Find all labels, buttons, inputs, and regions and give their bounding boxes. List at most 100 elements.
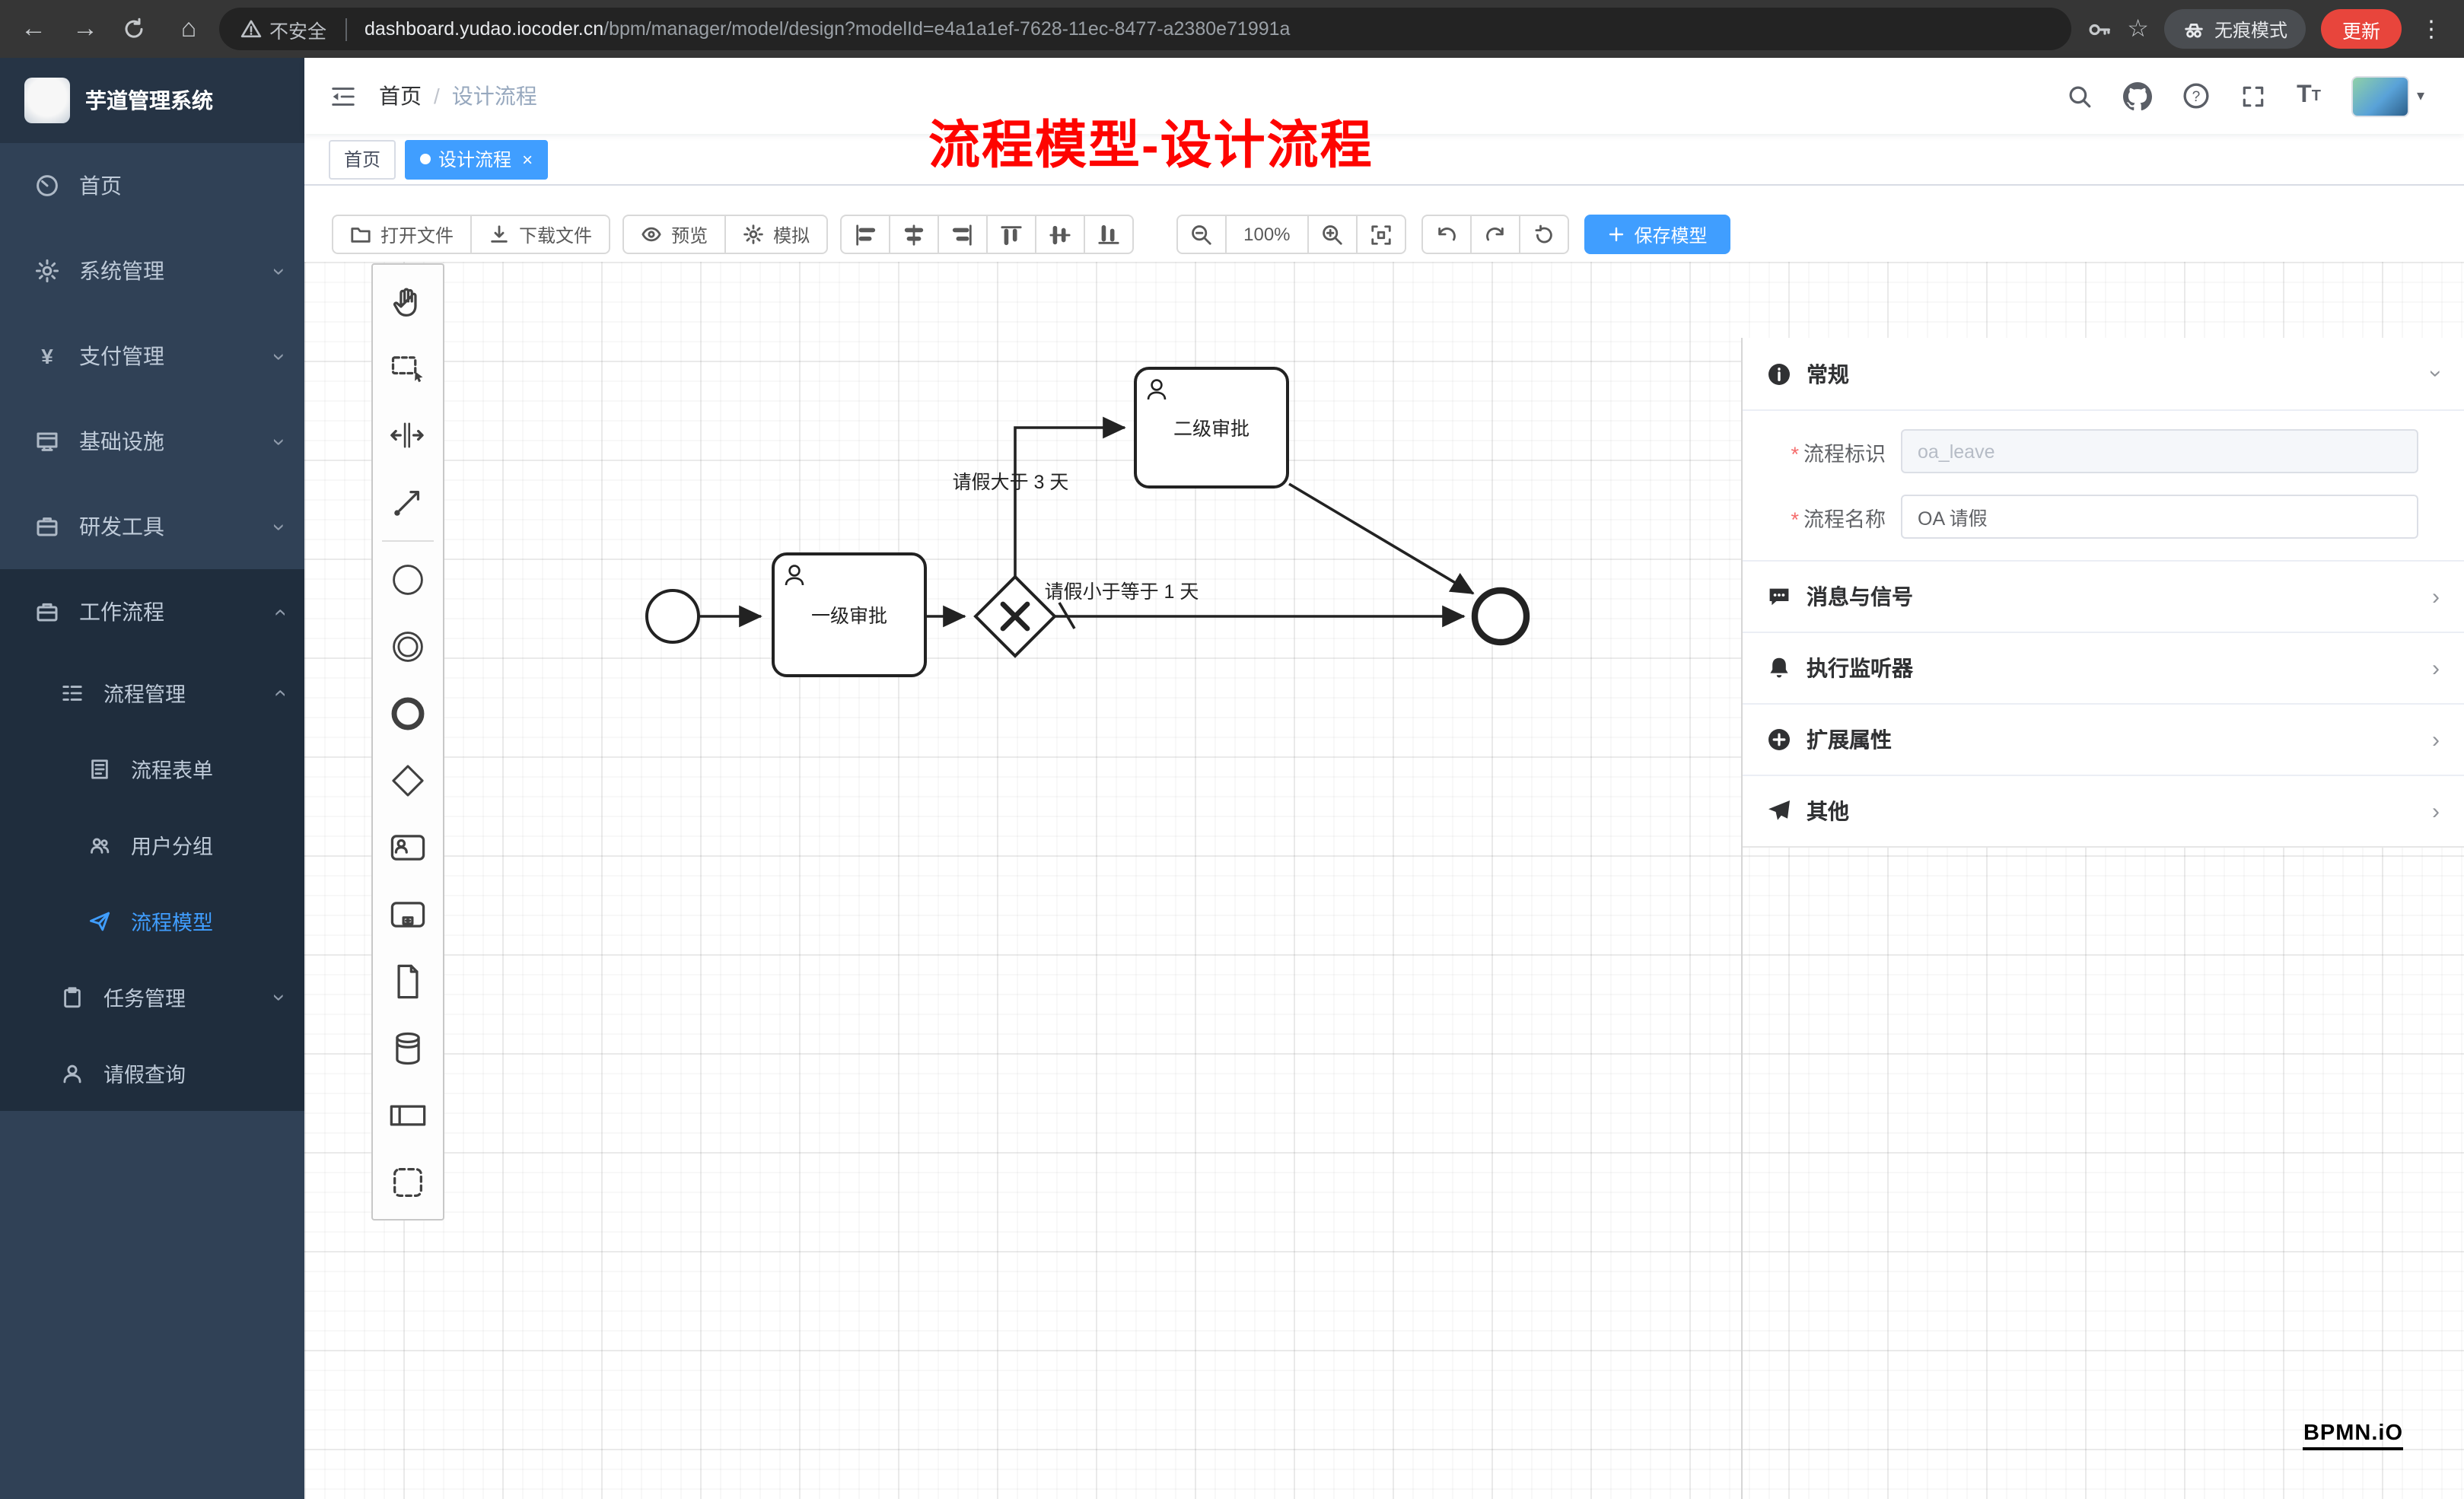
bpmn-diagram[interactable]: 一级审批 二级审批 请假大于 3 天 请假小于等于 1 天 (304, 262, 2464, 1499)
restart-button[interactable] (1518, 215, 1569, 254)
simulate-button[interactable]: 模拟 (724, 215, 829, 254)
zoom-level[interactable]: 100% (1225, 215, 1309, 254)
sidebar-item-infra[interactable]: 基础设施 › (0, 399, 304, 484)
zoom-in-button[interactable] (1307, 215, 1358, 254)
sidebar-item-process-model[interactable]: 流程模型 (0, 883, 304, 959)
user-task-level1[interactable] (772, 552, 927, 677)
browser-update-button[interactable]: 更新 (2320, 9, 2402, 49)
divider (345, 18, 347, 40)
section-other[interactable]: 其他 › (1743, 775, 2464, 846)
align-center-button[interactable] (889, 215, 940, 254)
create-start-event[interactable] (373, 546, 443, 613)
start-event[interactable] (645, 589, 700, 644)
sidebar-item-user-group[interactable]: 用户分组 (0, 807, 304, 883)
home-icon[interactable]: ⌂ (180, 14, 197, 43)
save-model-button[interactable]: 保存模型 (1584, 215, 1730, 254)
align-right-button[interactable] (938, 215, 988, 254)
process-name-input[interactable] (1901, 495, 2418, 539)
section-message-signal[interactable]: 消息与信号 › (1743, 560, 2464, 632)
user-task-level2[interactable] (1134, 367, 1289, 489)
create-gateway[interactable] (373, 747, 443, 814)
briefcase-icon (33, 600, 61, 624)
flow-gateway-to-task2[interactable] (1014, 416, 1126, 577)
properties-panel: 常规 › *流程标识 *流程名称 (1741, 338, 2464, 1499)
redo-button[interactable] (1469, 215, 1520, 254)
sidebar-item-process-form[interactable]: 流程表单 (0, 730, 304, 807)
preview-button[interactable]: 预览 (622, 215, 727, 254)
lasso-tool[interactable] (373, 335, 443, 402)
gear-icon (743, 224, 763, 244)
browser-menu-icon[interactable]: ⋮ (2420, 17, 2443, 43)
create-group[interactable] (373, 1149, 443, 1216)
required-asterisk: * (1791, 442, 1799, 465)
breadcrumb-home[interactable]: 首页 (379, 84, 422, 108)
search-icon[interactable] (2067, 83, 2093, 109)
fit-viewport-icon (1370, 224, 1391, 244)
open-file-button[interactable]: 打开文件 (332, 215, 473, 254)
user-menu[interactable]: ▾ (2351, 75, 2424, 116)
plus-icon (1609, 227, 1623, 242)
collapse-sidebar-icon[interactable] (329, 81, 358, 110)
sidebar-item-home[interactable]: 首页 (0, 143, 304, 228)
sidebar-item-system[interactable]: 系统管理 › (0, 228, 304, 313)
address-bar[interactable]: 不安全 dashboard.yudao.iocoder.cn/bpm/manag… (219, 8, 2071, 50)
sidebar-item-leave-query[interactable]: 请假查询 (0, 1035, 304, 1111)
section-general[interactable]: 常规 › (1743, 338, 2464, 409)
create-intermediate-event[interactable] (373, 613, 443, 680)
end-event[interactable] (1471, 587, 1530, 646)
chevron-right-icon: › (2432, 727, 2440, 753)
sequence-flows[interactable] (699, 416, 1475, 629)
create-user-task[interactable] (373, 814, 443, 881)
app-logo[interactable]: 芋道管理系统 (0, 58, 304, 143)
sidebar-item-devtools[interactable]: 研发工具 › (0, 484, 304, 569)
reload-icon[interactable] (122, 17, 152, 41)
password-key-icon[interactable] (2086, 16, 2112, 42)
create-data-store[interactable] (373, 1015, 443, 1082)
person-icon (58, 1061, 85, 1084)
site-security[interactable]: 不安全 (240, 14, 326, 43)
section-execution-listener[interactable]: 执行监听器 › (1743, 632, 2464, 703)
hand-tool[interactable] (373, 268, 443, 335)
bpmn-io-logo[interactable]: BPMN.iO (2303, 1421, 2403, 1450)
incognito-label: 无痕模式 (2214, 19, 2287, 40)
github-icon[interactable] (2123, 81, 2153, 110)
create-data-object[interactable] (373, 948, 443, 1015)
download-file-button[interactable]: 下载文件 (470, 215, 611, 254)
space-tool[interactable] (373, 402, 443, 469)
forward-icon[interactable]: → (72, 14, 98, 43)
tab-design-process[interactable]: 设计流程 × (405, 139, 549, 179)
flow-task2-to-end[interactable] (1288, 482, 1475, 595)
global-connect-tool[interactable] (373, 469, 443, 536)
zoom-in-icon (1322, 224, 1342, 244)
sidebar-item-task-mgmt[interactable]: 任务管理 › (0, 959, 304, 1035)
tab-home[interactable]: 首页 (329, 139, 396, 179)
section-extended-attrs[interactable]: 扩展属性 › (1743, 703, 2464, 775)
required-asterisk: * (1791, 508, 1799, 530)
sidebar-item-payment[interactable]: ¥ 支付管理 › (0, 313, 304, 399)
align-top-button[interactable] (986, 215, 1037, 254)
create-participant[interactable] (373, 1082, 443, 1149)
font-size-icon[interactable] (2297, 82, 2321, 110)
undo-button[interactable] (1421, 215, 1472, 254)
align-middle-button[interactable] (1035, 215, 1086, 254)
info-icon (1768, 363, 1790, 384)
bpmn-canvas[interactable]: 一级审批 二级审批 请假大于 3 天 请假小于等于 1 天 BPMN.iO 常规… (304, 262, 2464, 1499)
zoom-fit-button[interactable] (1355, 215, 1406, 254)
zoom-out-button[interactable] (1176, 215, 1227, 254)
back-icon[interactable]: ← (21, 14, 46, 43)
align-bottom-button[interactable] (1084, 215, 1135, 254)
fullscreen-icon[interactable] (2240, 83, 2266, 109)
warning-icon (240, 20, 262, 38)
help-icon[interactable]: ? (2182, 82, 2210, 110)
breadcrumb: 首页 / 设计流程 (379, 81, 537, 111)
align-left-button[interactable] (840, 215, 891, 254)
toolbox-icon (33, 514, 61, 539)
bookmark-star-icon[interactable]: ☆ (2127, 17, 2149, 43)
process-key-input[interactable] (1901, 429, 2418, 473)
create-end-event[interactable] (373, 680, 443, 747)
create-subprocess[interactable] (373, 881, 443, 948)
incognito-icon (2185, 23, 2203, 37)
sidebar-item-process-mgmt[interactable]: 流程管理 › (0, 654, 304, 730)
close-tab-icon[interactable]: × (522, 148, 533, 170)
sidebar-item-workflow[interactable]: 工作流程 › (0, 569, 304, 654)
